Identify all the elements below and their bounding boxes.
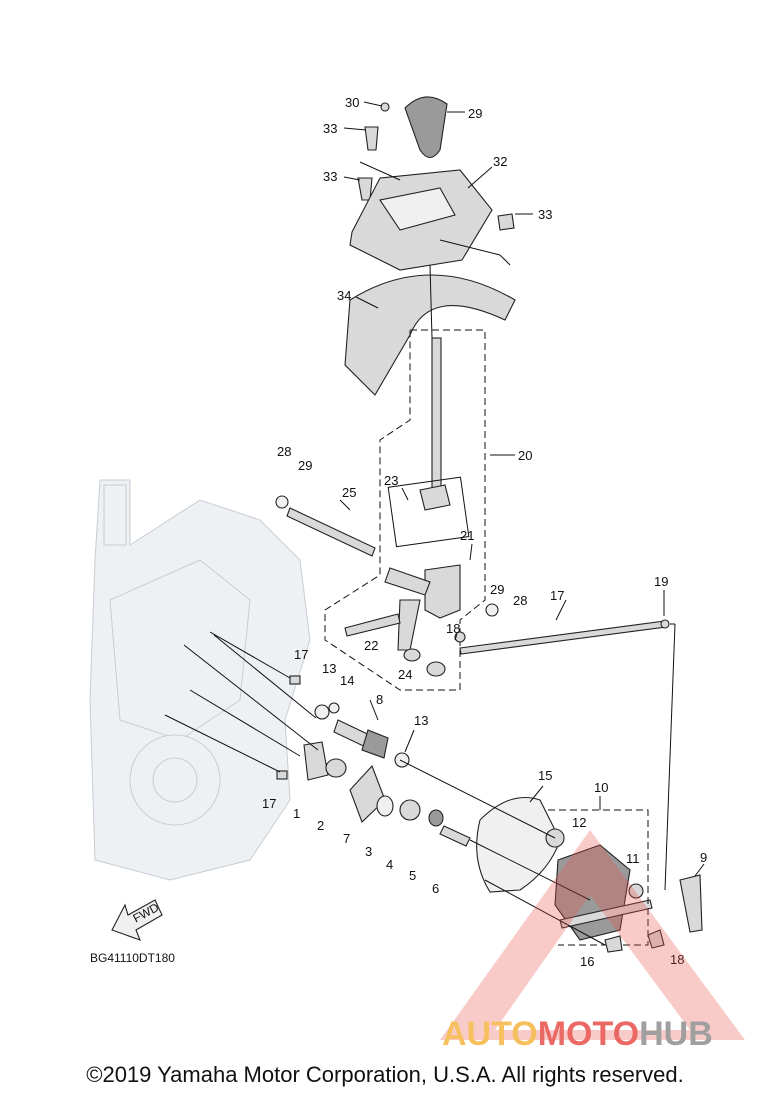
callout-label: 29: [490, 582, 504, 597]
gasket: [476, 796, 561, 893]
callout-label: 9: [700, 850, 707, 865]
callout-label: 1: [293, 806, 300, 821]
callout-label: 28: [513, 593, 527, 608]
callout-label: 29: [298, 458, 312, 473]
watermark-triangle-icon: [440, 830, 745, 1040]
automotohub-watermark: AUTOMOTOHUB: [440, 830, 745, 1053]
callout-label: 11: [626, 851, 640, 866]
callout-label: 34: [337, 288, 351, 303]
callout-label: 6: [432, 881, 439, 896]
callout-label: 16: [580, 954, 594, 969]
watermark-text-hub: HUB: [639, 1015, 713, 1053]
callout-label: 13: [414, 713, 428, 728]
callout-label: 19: [654, 574, 668, 589]
callout-label: 4: [386, 857, 393, 872]
callout-label: 20: [518, 448, 532, 463]
sensor-assembly: [545, 809, 703, 953]
forward-direction-arrow-icon: FWD: [111, 899, 163, 941]
watermark-text-moto: MOTO: [538, 1015, 639, 1053]
callout-labels: 30 29 33 33 32 33 34 20 28 29 25 23 21 2…: [262, 95, 707, 969]
callout-label: 17: [262, 796, 276, 811]
callout-label: 33: [323, 121, 337, 136]
callout-label: 33: [538, 207, 552, 222]
callout-label: 21: [460, 528, 474, 543]
leader-lines: [164, 101, 705, 946]
callout-label: 25: [342, 485, 356, 500]
callout-label: 2: [317, 818, 324, 833]
callout-label: 29: [468, 106, 482, 121]
callout-label: 22: [364, 638, 378, 653]
svg-text:AUTOMOTOHUB: AUTOMOTOHUB: [442, 1015, 713, 1053]
shift-knob-assembly: [349, 96, 515, 271]
callout-label: 12: [572, 815, 586, 830]
callout-label: 17: [550, 588, 564, 603]
callout-label: 33: [323, 169, 337, 184]
callout-label: 10: [594, 780, 608, 795]
callout-label: 7: [343, 831, 350, 846]
callout-label: 24: [398, 667, 412, 682]
callout-label: 13: [322, 661, 336, 676]
watermark-text-auto: AUTO: [442, 1015, 538, 1053]
callout-label: 14: [340, 673, 354, 688]
shift-shaft-parts: [276, 675, 471, 847]
callout-label: 23: [384, 473, 398, 488]
callout-label: 3: [365, 844, 372, 859]
drawing-code: BG41110DT180: [90, 951, 175, 965]
shift-boot-cover: [344, 274, 516, 396]
callout-label: 17: [294, 647, 308, 662]
callout-label: 30: [345, 95, 359, 110]
engine-case-ghost: [89, 479, 311, 881]
shafts: [275, 495, 670, 677]
copyright-notice: ©2019 Yamaha Motor Corporation, U.S.A. A…: [86, 1062, 684, 1087]
callout-label: 28: [277, 444, 291, 459]
callout-label: 18: [446, 621, 460, 636]
shift-lever-group: [324, 329, 486, 691]
callout-label: 18: [670, 952, 684, 967]
callout-label: 15: [538, 768, 552, 783]
callout-label: 5: [409, 868, 416, 883]
callout-label: 8: [376, 692, 383, 707]
callout-label: 32: [493, 154, 507, 169]
